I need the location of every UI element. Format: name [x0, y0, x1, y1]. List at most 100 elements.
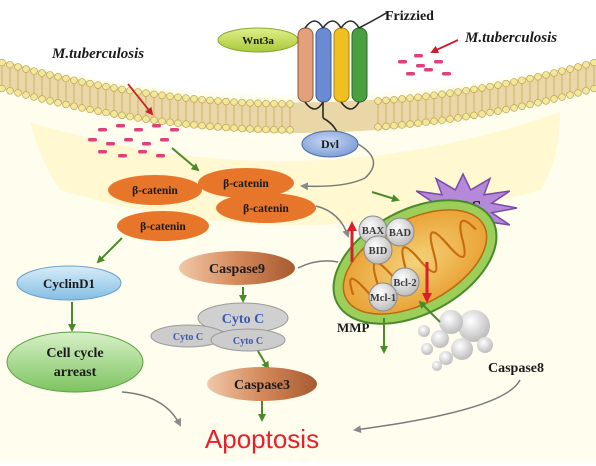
lipid-head	[542, 71, 550, 79]
lipid-head	[246, 99, 254, 107]
lipid-head	[574, 63, 582, 71]
lipid-head	[550, 95, 558, 103]
mtb-particle	[106, 142, 115, 146]
mtb-particle	[138, 150, 147, 154]
lipid-head	[446, 115, 454, 123]
mtb-particle	[134, 128, 143, 132]
lipid-head	[534, 73, 542, 81]
lipid-head	[158, 117, 166, 125]
beta-catenin-oval-1	[108, 175, 202, 205]
lipid-head	[486, 82, 494, 91]
lipid-head	[534, 99, 542, 107]
caspase8-label: Caspase8	[488, 361, 544, 376]
lipid-head	[158, 91, 166, 99]
lipid-head	[94, 107, 102, 115]
cytoc-small-label-2: Cyto C	[233, 336, 263, 347]
lipid-head	[102, 82, 110, 91]
lipid-head	[78, 104, 86, 112]
beta-catenin-label-1: β-catenin	[132, 185, 178, 197]
lipid-head	[22, 91, 30, 99]
mtb-particle	[442, 72, 451, 76]
lipid-head	[102, 108, 110, 117]
lipid-head	[126, 112, 134, 121]
mtb-to-betacatenin-arrow	[171, 147, 200, 172]
mtb-particle	[142, 142, 151, 146]
lipid-head	[398, 121, 406, 129]
lipid-head	[118, 85, 126, 94]
mtb-label-left: M.tuberculosis	[51, 46, 144, 62]
betacatenin-to-mito-arrow	[315, 205, 350, 238]
lipid-head	[382, 122, 390, 131]
mito-to-caspase9-arrow	[297, 260, 339, 269]
lipid-head	[566, 91, 574, 99]
frizzled-receptor	[297, 11, 389, 135]
lipid-head	[438, 116, 446, 124]
lipid-head	[86, 79, 94, 88]
mtb-particle	[434, 60, 443, 64]
lipid-head	[254, 125, 262, 133]
lipid-head	[478, 84, 486, 92]
dvl-label: Dvl	[321, 137, 340, 151]
lipid-head	[278, 126, 286, 134]
lipid-head	[526, 100, 534, 109]
caspase8-to-apoptosis-arrow	[353, 379, 521, 434]
lipid-head	[214, 123, 222, 131]
lipid-head	[0, 58, 6, 67]
lipid-head	[286, 100, 294, 108]
lipid-head	[558, 67, 566, 75]
lipid-head	[150, 90, 158, 98]
cellcycle-to-apoptosis-arrow	[121, 391, 181, 427]
lipid-head	[78, 78, 86, 86]
lipid-head	[94, 81, 102, 89]
lipid-head	[454, 88, 462, 96]
cell-cycle-label-line2: arreast	[54, 365, 97, 380]
lipid-head	[238, 98, 246, 107]
caspase9-label: Caspase9	[209, 262, 265, 277]
lipid-head	[222, 97, 230, 106]
caspase3-oval	[207, 367, 317, 401]
lipid-head	[278, 100, 286, 108]
lipid-head	[110, 84, 118, 92]
lipid-head	[374, 97, 382, 105]
lipid-head	[390, 121, 398, 130]
cell-cycle-label-line1: Cell cycle	[46, 346, 103, 361]
lipid-head	[46, 97, 54, 105]
lipid-head	[542, 97, 550, 105]
lipid-head	[70, 76, 78, 84]
lipid-head	[174, 119, 182, 127]
cytoc-to-caspase3-arrow	[257, 350, 270, 370]
dvl-to-betacatenin-arrow	[300, 143, 375, 191]
cytoc-main-label: Cyto C	[222, 312, 264, 327]
lipid-head	[198, 121, 206, 130]
wnt3a-label: Wnt3a	[242, 35, 274, 47]
lipid-head	[590, 84, 596, 93]
frizzled-label: Frizzied	[385, 9, 434, 24]
lipid-head	[494, 107, 502, 115]
lipid-head	[494, 81, 502, 89]
lipid-head	[134, 114, 142, 122]
beta-catenin-oval-2	[198, 168, 294, 198]
cyclind1-oval	[16, 265, 122, 301]
mtb-particle	[124, 138, 133, 142]
lipid-head	[142, 89, 150, 97]
lipid-head	[398, 95, 406, 103]
to-ros-arrow	[371, 191, 400, 203]
lipid-head	[414, 93, 422, 101]
lipid-head	[382, 96, 390, 105]
lipid-head	[422, 92, 430, 100]
lipid-head	[214, 97, 222, 105]
lipid-head	[454, 114, 462, 122]
lipid-head	[462, 112, 470, 121]
beta-catenin-label-2: β-catenin	[223, 178, 269, 190]
lipid-head	[118, 111, 126, 120]
membrane-lipid-tails	[1, 65, 595, 127]
lipid-head	[582, 87, 590, 95]
lipid-head	[190, 95, 198, 103]
lipid-head	[182, 94, 190, 102]
lipid-head	[166, 92, 174, 100]
lipid-head	[0, 84, 6, 93]
mtb-right-arrow	[430, 39, 459, 54]
mcl1-sphere	[368, 282, 398, 312]
lipid-head	[518, 102, 526, 110]
